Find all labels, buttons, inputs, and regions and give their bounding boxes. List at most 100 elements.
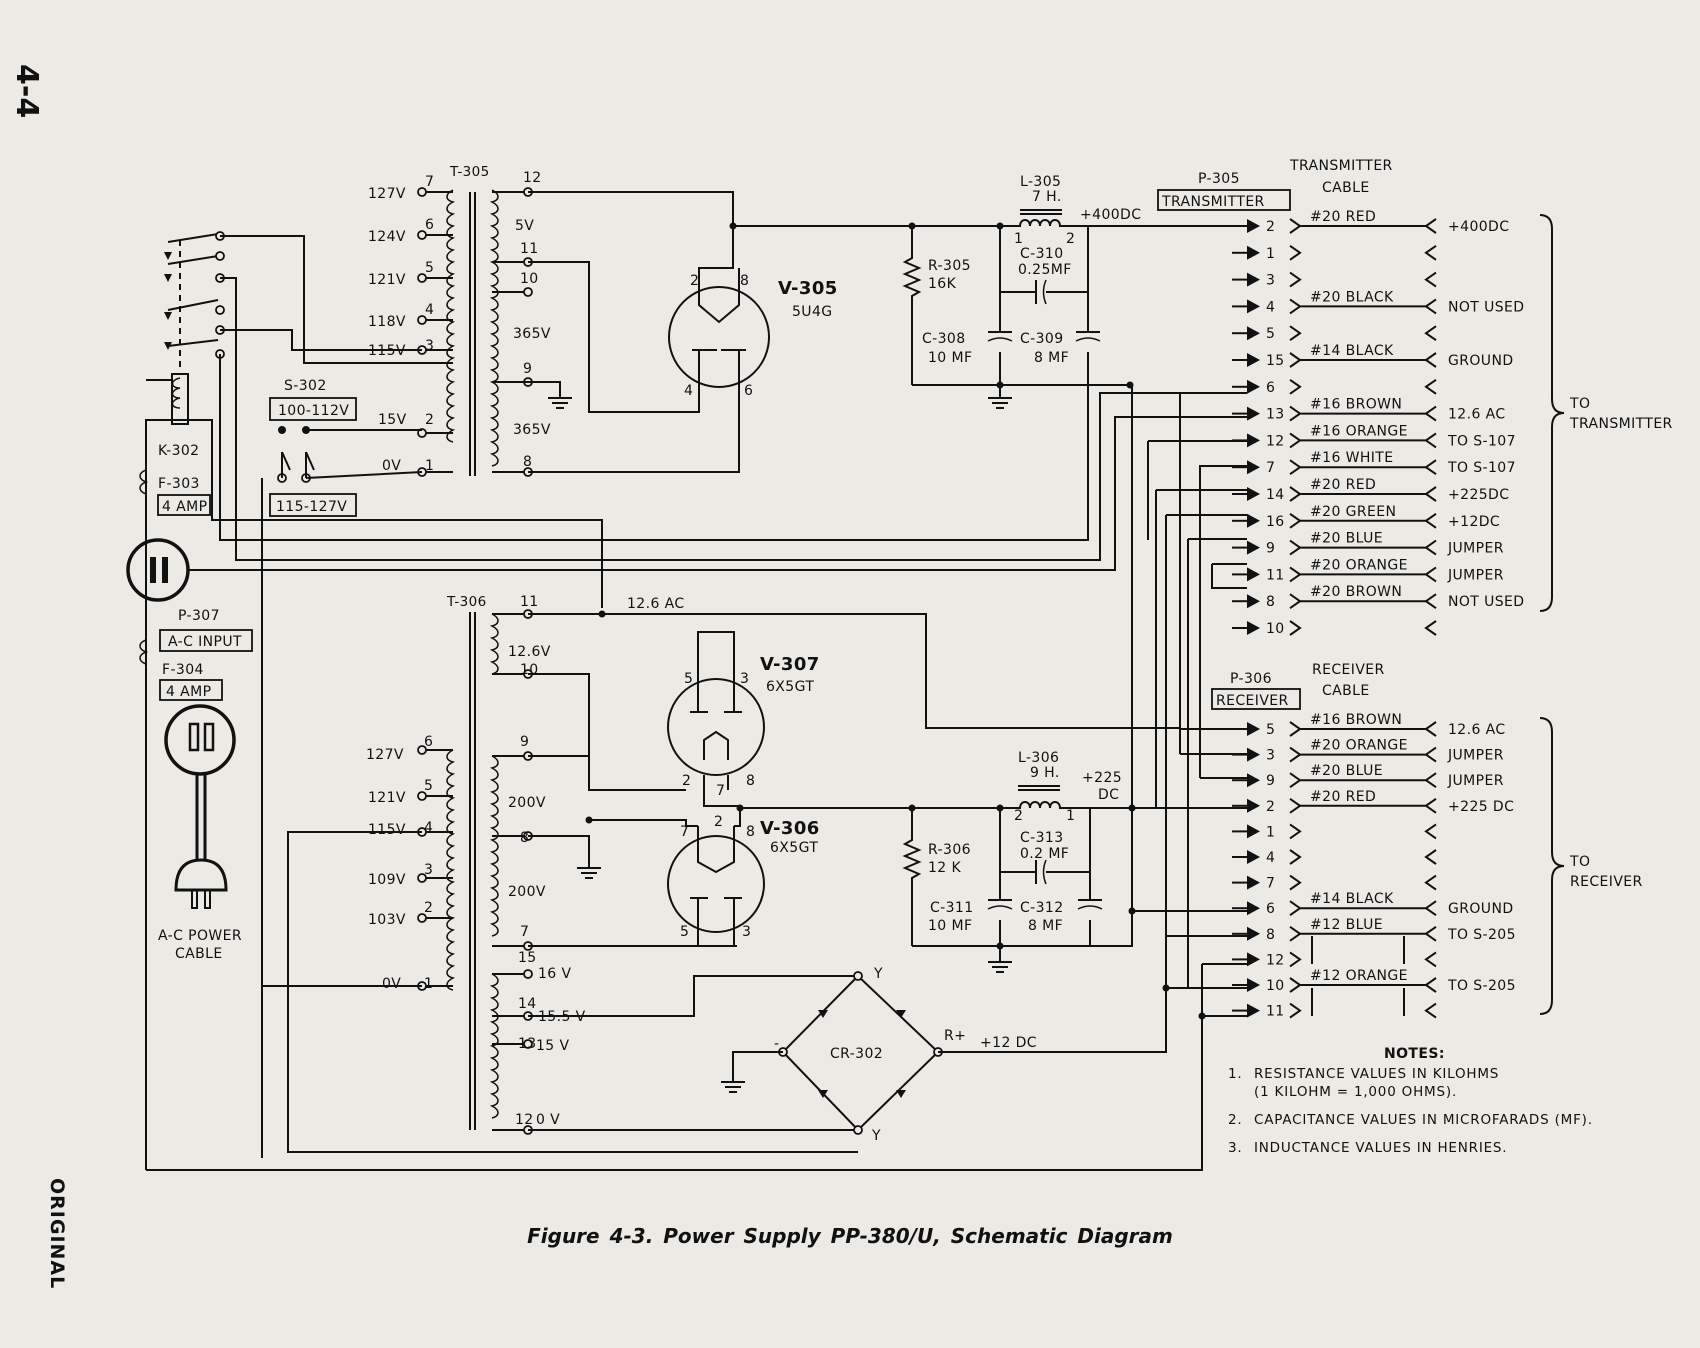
rx-pin-arrow <box>1247 747 1260 762</box>
tx-pin-number: 14 <box>1266 487 1285 503</box>
tx-pin-row: 3 <box>1232 271 1437 289</box>
rx-pin-contact <box>1289 977 1302 993</box>
t305-tap-volts: 15V <box>378 412 407 428</box>
tx-pin-number: 3 <box>1266 273 1275 289</box>
t305-tap-pin: 7 <box>425 174 434 190</box>
t306-sec-pin: 14 <box>518 996 537 1012</box>
cr302-minus: - <box>774 1036 779 1052</box>
v307-pin: 7 <box>716 783 725 799</box>
svg-text:2: 2 <box>1014 808 1023 824</box>
t305-tap-volts: 118V <box>368 314 406 330</box>
tx-heading-line2: CABLE <box>1322 180 1370 196</box>
c310-name: C-310 <box>1020 246 1064 262</box>
tx-pin-number: 5 <box>1266 326 1275 342</box>
tx-pin-number: 7 <box>1266 460 1275 476</box>
rx-pin-arrow <box>1247 850 1260 864</box>
tx-pin-socket <box>1424 325 1437 342</box>
note-num: 3. <box>1228 1140 1242 1156</box>
rx-pin-number: 5 <box>1266 722 1275 738</box>
tx-wire-label: #20 BLUE <box>1310 531 1383 547</box>
rail-225-line2: DC <box>1098 787 1119 803</box>
tx-pin-arrow <box>1247 326 1260 341</box>
tx-pin-number: 2 <box>1266 219 1275 235</box>
tx-pin-arrow <box>1247 245 1260 260</box>
tx-pin-socket <box>1424 432 1437 449</box>
t305-tap-pin: 6 <box>425 217 434 233</box>
t306-tap-pin: 2 <box>424 900 433 916</box>
tx-pin-contact <box>1289 325 1302 342</box>
tx-pin-contact <box>1289 405 1302 422</box>
rx-pin-row: 12 <box>1232 951 1437 968</box>
tx-pin-socket <box>1424 539 1437 556</box>
tx-pin-contact <box>1289 512 1302 529</box>
tx-pin-arrow <box>1247 460 1260 475</box>
c311-name: C-311 <box>930 900 974 916</box>
c312-value: 8 MF <box>1028 918 1063 934</box>
c313-capacitor: C-313 0.2 MF <box>1000 830 1090 885</box>
cr302-y-bottom: Y <box>871 1128 881 1144</box>
rx-pin-contact <box>1289 849 1302 865</box>
rx-pin-number: 1 <box>1266 824 1275 840</box>
rx-pin-number: 6 <box>1266 901 1275 917</box>
tx-pin-number: 4 <box>1266 299 1275 315</box>
t305-tap-pin: 1 <box>425 458 434 474</box>
t306-tap-volts: 0V <box>382 976 401 992</box>
rx-pin-row: 1 <box>1232 823 1437 840</box>
power-cable-line1: A-C POWER <box>158 928 242 944</box>
tx-pin-contact <box>1289 432 1302 449</box>
rx-pin-number: 11 <box>1266 1004 1285 1020</box>
p307-box <box>159 629 253 652</box>
rx-pin-contact <box>1289 823 1302 840</box>
notes-block: NOTES: 1. RESISTANCE VALUES IN KILOHMS (… <box>1228 1046 1592 1156</box>
c309-name: C-309 <box>1020 331 1064 347</box>
v305-name: V-305 <box>778 278 838 299</box>
figure-caption: Figure 4-3. Power Supply PP-380/U, Schem… <box>527 1224 1173 1248</box>
f304-fuse: F-304 4 AMP <box>139 639 223 701</box>
tx-pin-contact <box>1289 298 1302 315</box>
rx-pin-socket <box>1424 823 1437 840</box>
t305-tap-pin: 4 <box>425 302 434 318</box>
tx-pin-row: 14#20 RED+225DC <box>1232 477 1509 503</box>
tx-pin-socket <box>1424 566 1437 583</box>
rx-pin-number: 4 <box>1266 850 1275 866</box>
rx-pin-arrow <box>1247 901 1260 916</box>
tx-pin-contact <box>1289 218 1302 234</box>
t306-tap-pin: 1 <box>424 976 433 992</box>
t306-tap-pin: 4 <box>424 820 433 836</box>
v306-pin: 8 <box>746 824 755 840</box>
rx-pin-number: 7 <box>1266 876 1275 892</box>
note-num: 2. <box>1228 1112 1242 1128</box>
f303-value: 4 AMP <box>162 499 207 515</box>
tx-signal-label: +225DC <box>1448 487 1509 503</box>
c312-name: C-312 <box>1020 900 1064 916</box>
rx-wire-label: #12 BLUE <box>1310 917 1383 933</box>
rx-pin-arrow <box>1247 798 1260 813</box>
v305-pin: 4 <box>684 383 693 399</box>
tx-pin-number: 10 <box>1266 621 1285 637</box>
rx-pin-number: 3 <box>1266 748 1275 764</box>
tx-pin-socket <box>1424 593 1437 610</box>
ac-power-plug: A-C POWER CABLE <box>158 704 242 962</box>
r306-name: R-306 <box>928 842 971 858</box>
rx-pin-arrow <box>1247 875 1260 890</box>
t305-sec-pin: 12 <box>523 170 542 186</box>
t305-sec-label: 365V <box>513 326 551 342</box>
rx-pin-contact <box>1289 797 1302 814</box>
t306-sec-label: 16 V <box>538 966 571 982</box>
rx-pin-row: 11 <box>1232 1002 1437 1020</box>
rx-pin-row: 7 <box>1232 874 1437 892</box>
t306-sec-pin: 12 <box>515 1112 534 1128</box>
v306-rectifier-tube: 7 2 8 5 3 V-306 6X5GT <box>667 814 819 942</box>
tx-wire-label: #20 RED <box>1310 209 1376 225</box>
rx-pin-contact <box>1289 900 1302 917</box>
tx-pin-arrow <box>1247 513 1260 528</box>
rx-pin-arrow <box>1247 824 1260 839</box>
v307-pin: 2 <box>682 773 691 789</box>
t305-label: T-305 <box>449 164 490 180</box>
